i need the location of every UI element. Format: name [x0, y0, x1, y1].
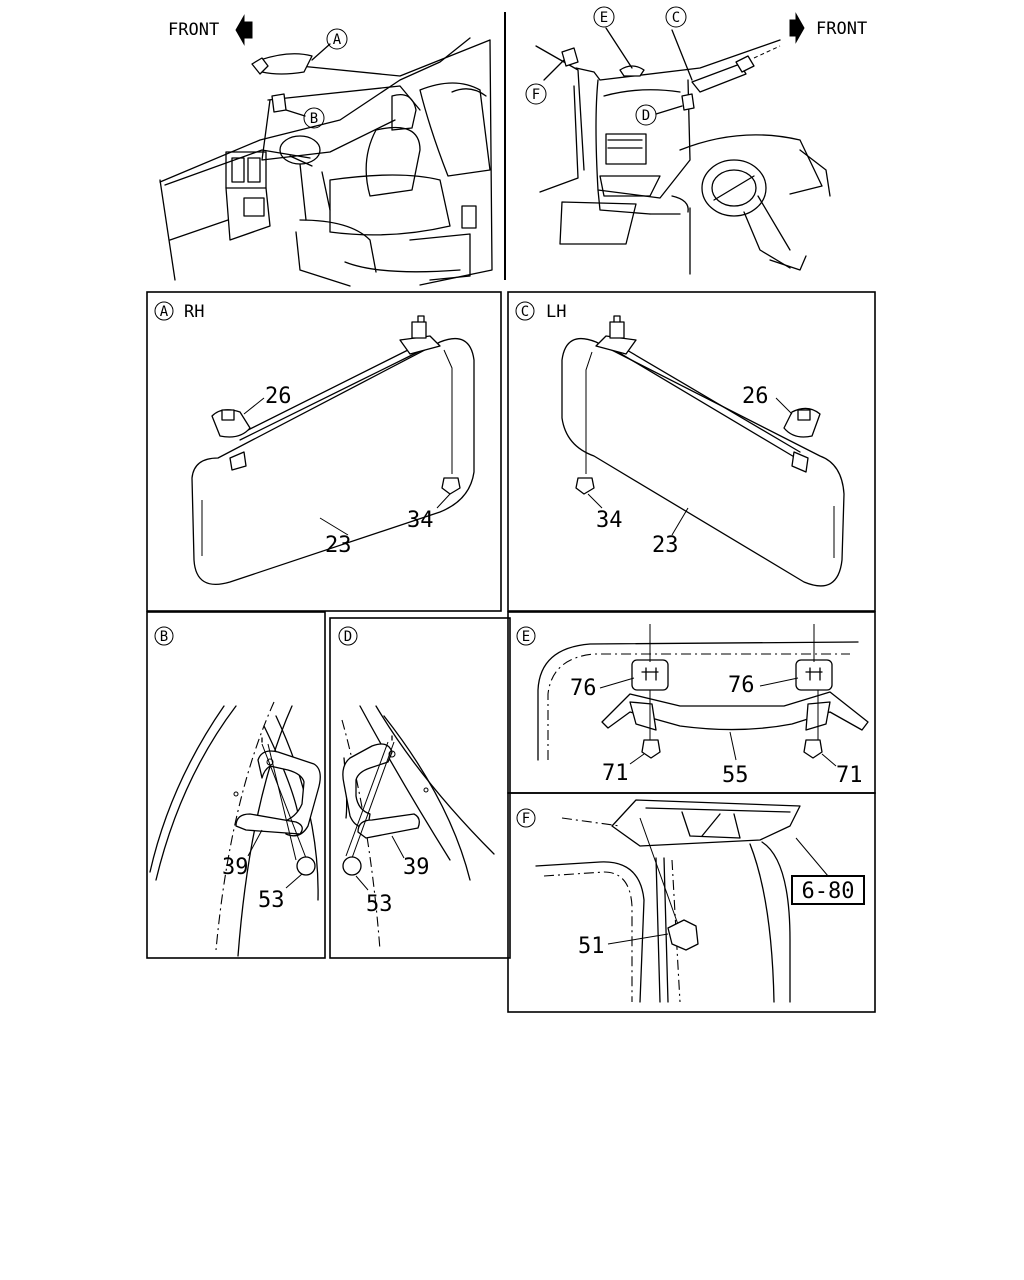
part-number-34-lh: 34	[596, 508, 623, 533]
part-number-23-rh: 23	[325, 533, 352, 558]
callout-f: F	[532, 87, 540, 103]
part-number-53-d: 53	[366, 892, 393, 917]
front-label-left: FRONT	[168, 20, 219, 40]
front-arrow-right-icon	[789, 12, 805, 44]
part-number-71-left: 71	[602, 761, 629, 786]
panel-c-side: LH	[546, 302, 566, 322]
overview-right: FRONT F E	[525, 6, 867, 275]
panel-d-letter: D	[344, 629, 352, 645]
reference-6-80: 6-80	[802, 879, 855, 904]
part-number-53-b: 53	[258, 888, 285, 913]
callout-e: E	[600, 10, 608, 26]
callout-c: C	[672, 10, 680, 26]
part-number-76-right: 76	[728, 673, 755, 698]
part-number-71-right: 71	[836, 763, 863, 788]
part-number-39-d: 39	[403, 855, 430, 880]
panel-e-letter: E	[522, 629, 530, 645]
callout-a: A	[333, 32, 342, 48]
part-number-26-rh: 26	[265, 384, 292, 409]
callout-circle-d	[635, 104, 657, 126]
panel-b-circle	[154, 626, 174, 646]
callout-circle-a	[326, 28, 348, 50]
callout-circle-c	[665, 6, 687, 28]
callout-circle-b	[303, 107, 325, 129]
overview-left: FRONT A	[159, 14, 493, 287]
panel-b-assist-grip: B 39 53	[146, 611, 326, 959]
part-number-76-left: 76	[570, 676, 597, 701]
panel-a-side: RH	[184, 302, 204, 322]
callout-d: D	[642, 108, 650, 124]
panel-d-circle	[338, 626, 358, 646]
panel-e-circle	[516, 626, 536, 646]
part-number-55: 55	[722, 763, 749, 788]
part-number-26-lh: 26	[742, 384, 769, 409]
panel-a-rh-sun-visor: A RH 26 34 23	[146, 291, 502, 612]
front-arrow-left-icon	[235, 14, 253, 46]
front-label-right: FRONT	[816, 19, 867, 39]
panel-a-circle	[154, 301, 174, 321]
callout-circle-f	[525, 83, 547, 105]
panel-f-letter: F	[522, 811, 530, 827]
panel-d-assist-grip: D 39 53	[329, 617, 511, 959]
panel-f-circle	[516, 808, 536, 828]
panel-e-roof-grip: E 76 76 71 55 71	[507, 611, 876, 794]
part-number-34-rh: 34	[407, 508, 434, 533]
part-number-51: 51	[578, 934, 605, 959]
panel-a-letter: A	[160, 304, 169, 320]
panel-c-circle	[515, 301, 535, 321]
callout-b: B	[310, 111, 318, 127]
part-number-39-b: 39	[222, 855, 249, 880]
part-number-23-lh: 23	[652, 533, 679, 558]
panel-b-letter: B	[160, 629, 168, 645]
panel-c-letter: C	[521, 304, 529, 320]
callout-circle-e	[593, 6, 615, 28]
panel-c-lh-sun-visor: C LH 26 34 23	[507, 291, 876, 612]
panel-f-pillar-grip: F 51 6-80	[507, 792, 876, 1013]
